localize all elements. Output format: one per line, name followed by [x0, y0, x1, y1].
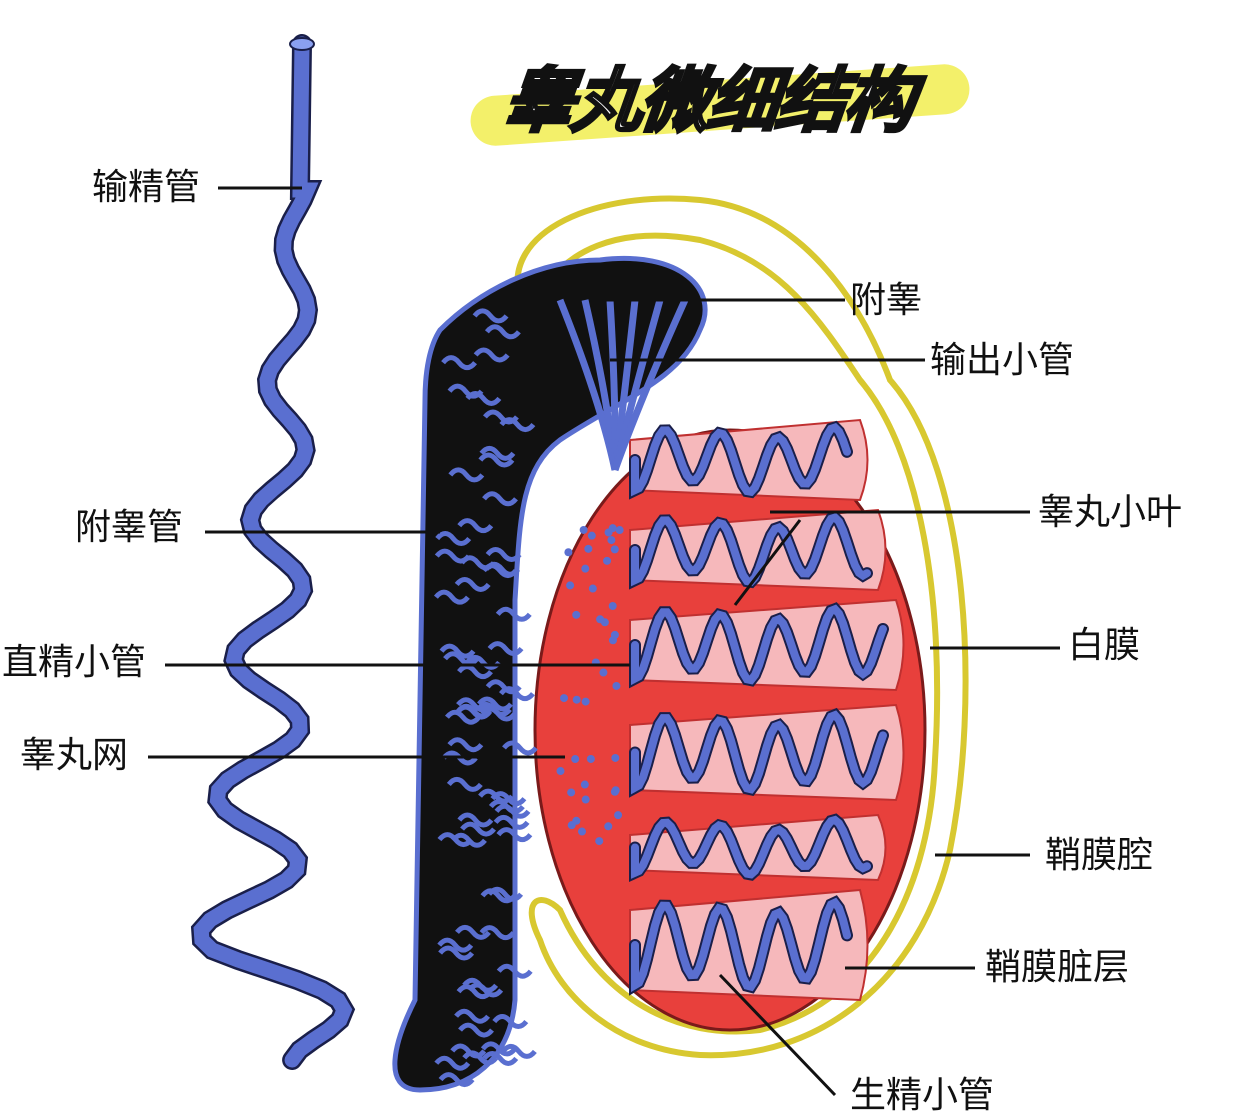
lobule: [630, 890, 868, 1000]
lobule: [630, 420, 868, 500]
label-vaginalis-cavity: 鞘膜腔: [1045, 838, 1153, 874]
lobule: [630, 600, 904, 690]
label-epididymal-duct: 附睾管: [75, 510, 183, 546]
label-visceral-layer: 鞘膜脏层: [985, 950, 1129, 986]
label-tubuli-recti: 直精小管: [2, 645, 146, 681]
label-efferent-ductules: 输出小管: [930, 343, 1074, 379]
label-seminiferous-tubule: 生精小管: [850, 1078, 994, 1114]
label-vas-deferens: 输精管: [92, 170, 200, 206]
label-testis-lobule: 睾丸小叶: [1038, 495, 1182, 531]
label-epididymis: 附睾: [850, 283, 922, 319]
label-tunica-albuginea: 白膜: [1068, 628, 1140, 664]
lobule: [630, 815, 886, 880]
label-rete-testis: 睾丸网: [20, 738, 128, 774]
lobule: [630, 705, 904, 800]
lobule: [630, 510, 886, 590]
